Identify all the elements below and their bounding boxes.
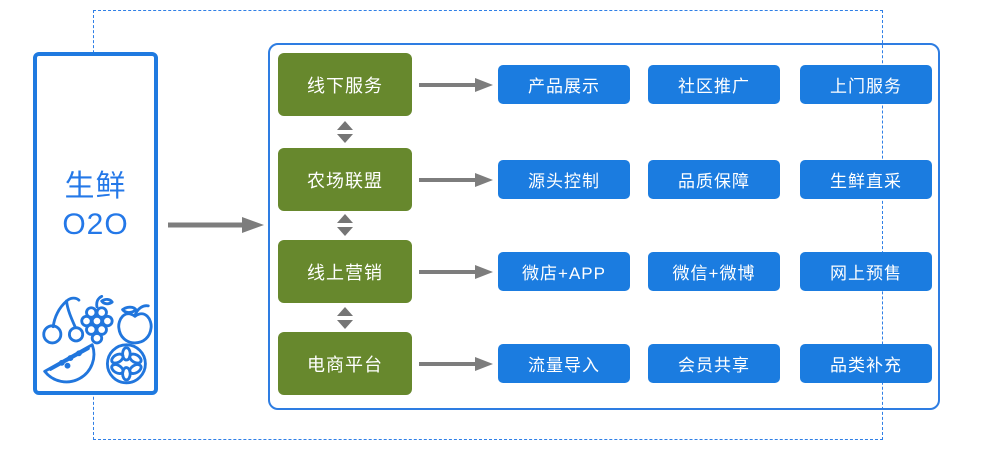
apple-icon (116, 304, 153, 345)
right-arrow-icon (419, 264, 493, 279)
source-box: 生鲜 O2O (33, 52, 158, 395)
flow-row-offline-service: 线下服务 产品展示 社区推广 上门服务 (270, 53, 938, 116)
flow-row-farm-alliance: 农场联盟 源头控制 品质保障 生鲜直采 (270, 148, 938, 211)
item-box: 微信+微博 (648, 252, 780, 291)
flow-row-online-marketing: 线上营销 微店+APP 微信+微博 网上预售 (270, 240, 938, 303)
item-box: 上门服务 (800, 65, 932, 104)
item-box: 社区推广 (648, 65, 780, 104)
watermelon-icon (42, 343, 95, 384)
item-box: 网上预售 (800, 252, 932, 291)
flow-row-ecommerce-platform: 电商平台 流量导入 会员共享 品类补充 (270, 332, 938, 395)
right-arrow-icon (419, 356, 493, 371)
updown-arrow-icon (337, 121, 353, 143)
item-box: 会员共享 (648, 344, 780, 383)
right-arrow-icon (419, 172, 493, 187)
updown-arrow-icon (337, 307, 353, 329)
item-box: 品质保障 (648, 160, 780, 199)
item-box: 品类补充 (800, 344, 932, 383)
row-arrow-zone (412, 172, 498, 188)
channels-panel: 线下服务 产品展示 社区推广 上门服务 农场联盟 (268, 43, 940, 410)
item-box: 流量导入 (498, 344, 630, 383)
row-arrow-zone (412, 77, 498, 93)
updown-arrow-icon (337, 214, 353, 236)
right-arrow-icon (419, 77, 493, 92)
item-box: 产品展示 (498, 65, 630, 104)
category-box: 电商平台 (278, 332, 412, 395)
source-title: 生鲜 O2O (37, 168, 154, 244)
grapes-icon (79, 295, 114, 345)
category-box: 农场联盟 (278, 148, 412, 211)
citrus-slice-icon (105, 343, 147, 385)
item-box: 源头控制 (498, 160, 630, 199)
source-title-line1: 生鲜 (64, 170, 127, 203)
source-title-line2: O2O (62, 208, 129, 241)
cherries-icon (41, 296, 84, 345)
row-arrow-zone (412, 356, 498, 372)
category-box: 线上营销 (278, 240, 412, 303)
item-box: 微店+APP (498, 252, 630, 291)
row-arrow-zone (412, 264, 498, 280)
item-box: 生鲜直采 (800, 160, 932, 199)
fruit-icons-group (41, 295, 153, 385)
main-arrow (168, 217, 264, 233)
category-box: 线下服务 (278, 53, 412, 116)
